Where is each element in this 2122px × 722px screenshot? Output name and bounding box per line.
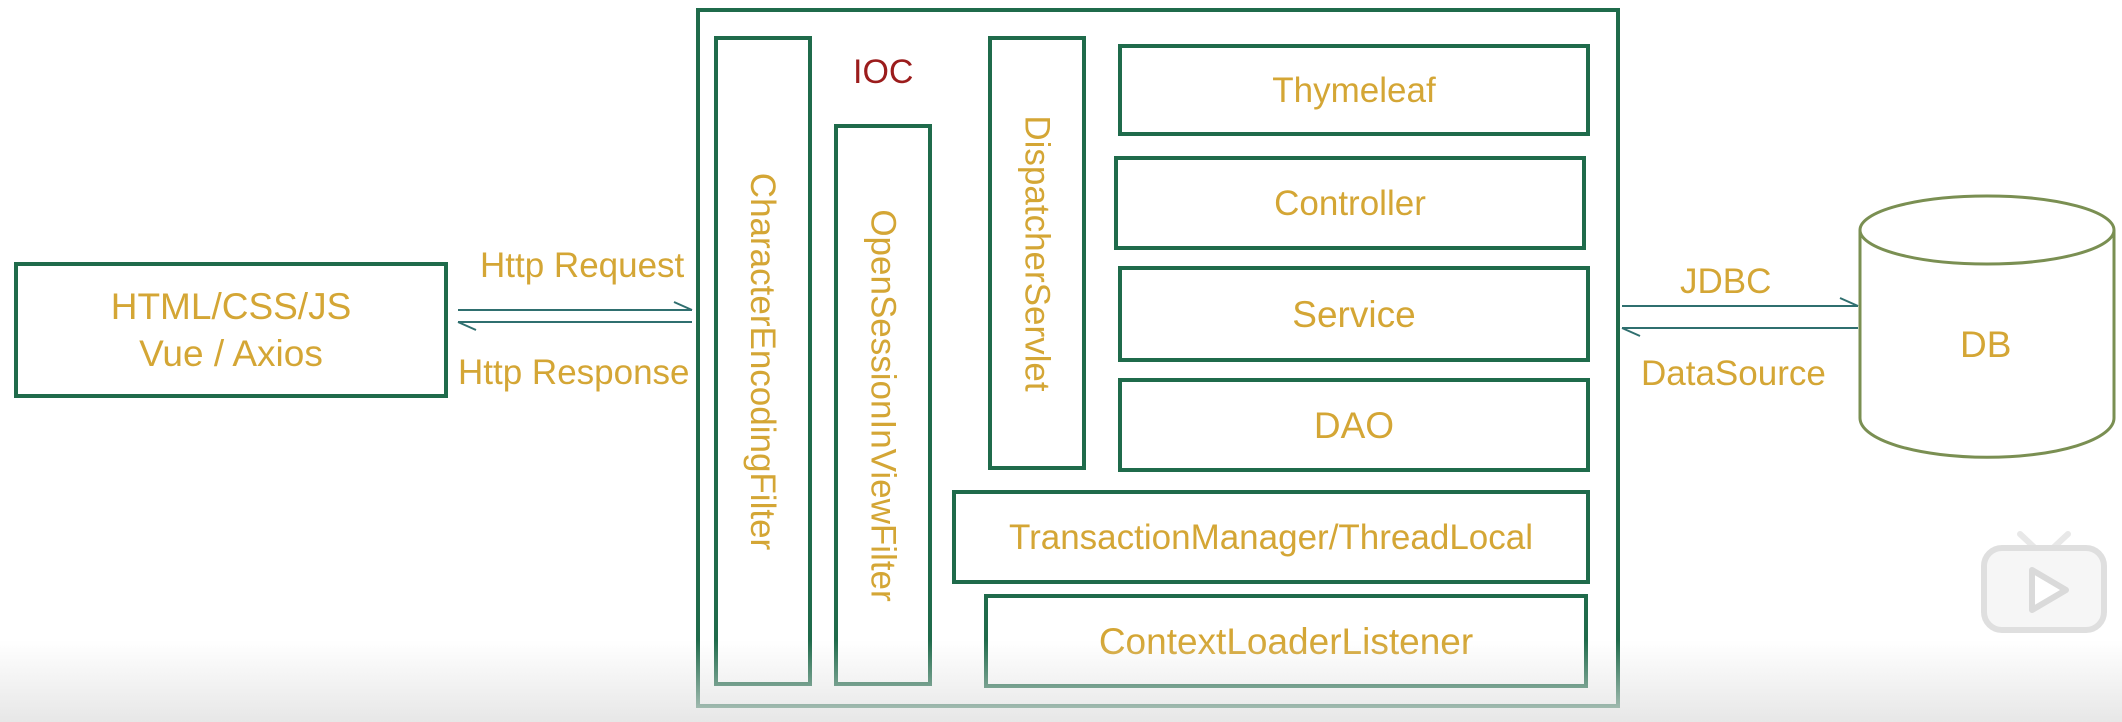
dao-box: DAO bbox=[1118, 378, 1590, 472]
controller-label: Controller bbox=[1274, 183, 1426, 223]
db-label: DB bbox=[1960, 324, 2012, 365]
ioc-label: IOC bbox=[853, 53, 914, 91]
thymeleaf-label: Thymeleaf bbox=[1272, 70, 1436, 110]
client-label: HTML/CSS/JS Vue / Axios bbox=[111, 283, 352, 377]
dao-label: DAO bbox=[1313, 404, 1395, 446]
jdbc-label: JDBC bbox=[1680, 262, 1772, 301]
transaction-manager-label: TransactionManager/ThreadLocal bbox=[1009, 517, 1533, 557]
http-request-label: Http Request bbox=[480, 246, 685, 285]
dispatcher-servlet-box bbox=[988, 36, 1086, 470]
client-box: HTML/CSS/JS Vue / Axios bbox=[14, 262, 448, 398]
thymeleaf-box: Thymeleaf bbox=[1118, 44, 1590, 136]
datasource-arrow bbox=[1621, 327, 1858, 337]
http-request-arrow bbox=[458, 301, 693, 311]
http-response-arrow bbox=[457, 321, 692, 331]
http-response-label: Http Response bbox=[458, 353, 690, 392]
client-line-2: Vue / Axios bbox=[139, 333, 323, 374]
datasource-label: DataSource bbox=[1641, 354, 1826, 393]
service-label: Service bbox=[1292, 293, 1416, 335]
service-box: Service bbox=[1118, 266, 1590, 362]
controller-box: Controller bbox=[1114, 156, 1586, 250]
client-line-1: HTML/CSS/JS bbox=[110, 286, 352, 327]
db-cylinder bbox=[1858, 194, 2116, 459]
transaction-manager-box: TransactionManager/ThreadLocal bbox=[952, 490, 1590, 584]
jdbc-arrow bbox=[1622, 297, 1859, 307]
